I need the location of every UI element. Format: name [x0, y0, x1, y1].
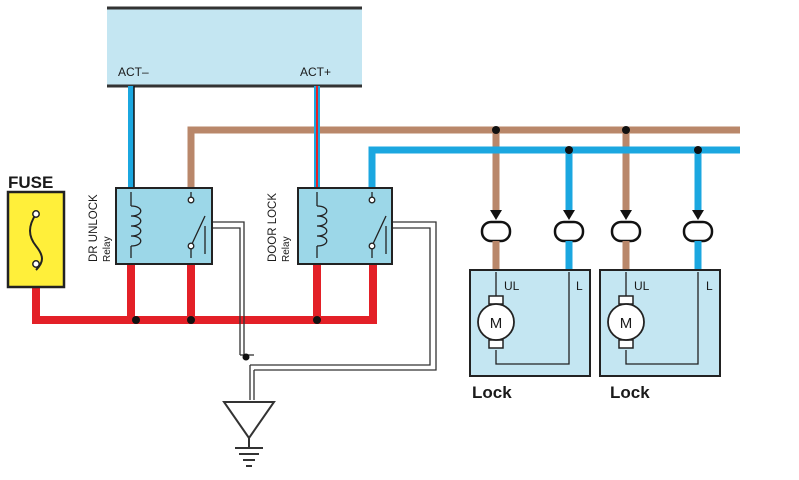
lock-2-terminal-l: L — [706, 279, 713, 293]
motor-label: M — [490, 315, 503, 332]
relay-coil-icon — [316, 192, 328, 258]
motor-icon: M — [607, 295, 645, 349]
relay-switch-icon — [368, 192, 387, 258]
dr-unlock-relay: DR UNLOCK Relay — [88, 187, 213, 265]
connector-1 — [480, 210, 512, 243]
door-lock-relay-label: DOOR LOCK — [267, 193, 279, 262]
lock-motor-2: M UL L Lock — [599, 269, 721, 402]
lock-2-terminal-ul: UL — [634, 279, 650, 293]
relay-switch-icon — [187, 192, 206, 258]
ecu-module: ACT– ACT+ — [107, 6, 362, 88]
blue-bus-wire — [368, 146, 740, 212]
connector-2 — [553, 210, 585, 243]
fuse-label: FUSE — [8, 173, 53, 192]
lock-1-terminal-ul: UL — [504, 279, 520, 293]
door-lock-relay-sublabel: Relay — [281, 236, 292, 262]
ground-wiring — [212, 221, 437, 400]
lock-2-label: Lock — [610, 383, 650, 402]
connector-4 — [682, 210, 714, 243]
motor-label: M — [620, 315, 633, 332]
ecu-terminal-act-minus: ACT– — [118, 65, 149, 79]
motor-icon: M — [477, 295, 515, 349]
door-lock-relay: DOOR LOCK Relay — [267, 187, 393, 265]
lock-1-label: Lock — [472, 383, 512, 402]
ecu-terminal-act-plus: ACT+ — [300, 65, 331, 79]
connector-3 — [610, 210, 642, 243]
lock-motor-1: M UL L Lock — [469, 269, 591, 402]
fuse: FUSE — [6, 173, 66, 289]
red-power-wire — [32, 262, 377, 324]
relay-coil-icon — [130, 192, 142, 258]
lock-1-terminal-l: L — [576, 279, 583, 293]
dr-unlock-relay-label: DR UNLOCK — [88, 194, 100, 262]
dr-unlock-relay-sublabel: Relay — [102, 236, 113, 262]
act-minus-wire — [128, 86, 135, 188]
brown-bus-wire — [187, 126, 740, 212]
ground-symbol — [222, 401, 276, 467]
